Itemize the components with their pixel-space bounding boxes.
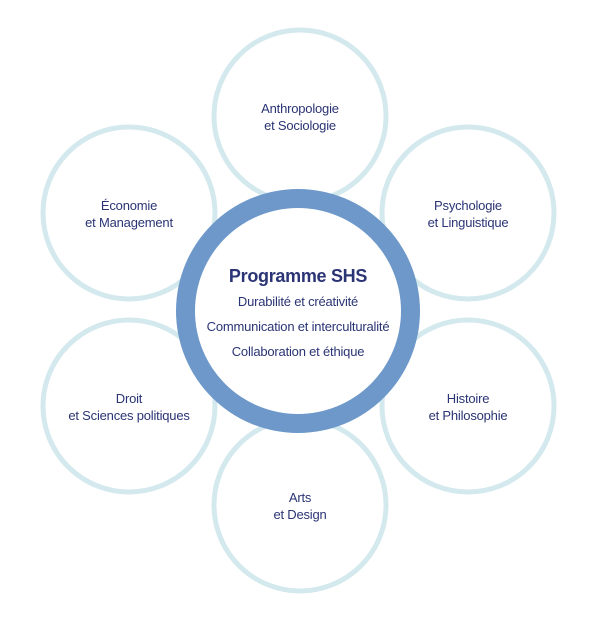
discipline-label-line2: et Sciences politiques <box>68 408 190 423</box>
discipline-circle <box>211 27 389 205</box>
program-theme: Collaboration et éthique <box>232 344 365 359</box>
discipline-label-line1: Anthropologie <box>261 101 339 116</box>
discipline-histoire: Histoire et Philosophie <box>379 317 557 495</box>
discipline-label-line1: Économie <box>101 198 157 213</box>
discipline-circle <box>379 317 557 495</box>
discipline-label-line1: Psychologie <box>434 198 502 213</box>
discipline-circle <box>379 124 557 302</box>
discipline-droit: Droit et Sciences politiques <box>40 317 218 495</box>
discipline-label-line2: et Sociologie <box>264 118 336 133</box>
discipline-circle <box>211 416 389 594</box>
discipline-label-line2: et Philosophie <box>429 408 508 423</box>
discipline-economie: Économie et Management <box>40 124 218 302</box>
discipline-circle <box>40 124 218 302</box>
discipline-label-line1: Droit <box>116 391 143 406</box>
discipline-psychologie: Psychologie et Linguistique <box>379 124 557 302</box>
discipline-anthropologie: Anthropologie et Sociologie <box>211 27 389 205</box>
discipline-label-line2: et Linguistique <box>428 215 509 230</box>
discipline-circle <box>40 317 218 495</box>
discipline-arts: Arts et Design <box>211 416 389 594</box>
program-theme: Durabilité et créativité <box>238 294 358 309</box>
program-title: Programme SHS <box>229 266 367 286</box>
discipline-label-line1: Histoire <box>447 391 489 406</box>
discipline-label-line1: Arts <box>289 490 312 505</box>
program-center: Programme SHS Durabilité et créativité C… <box>176 189 420 433</box>
discipline-label-line2: et Design <box>273 507 326 522</box>
discipline-label-line2: et Management <box>85 215 173 230</box>
center-disc <box>195 208 401 414</box>
program-theme: Communication et interculturalité <box>207 319 390 334</box>
